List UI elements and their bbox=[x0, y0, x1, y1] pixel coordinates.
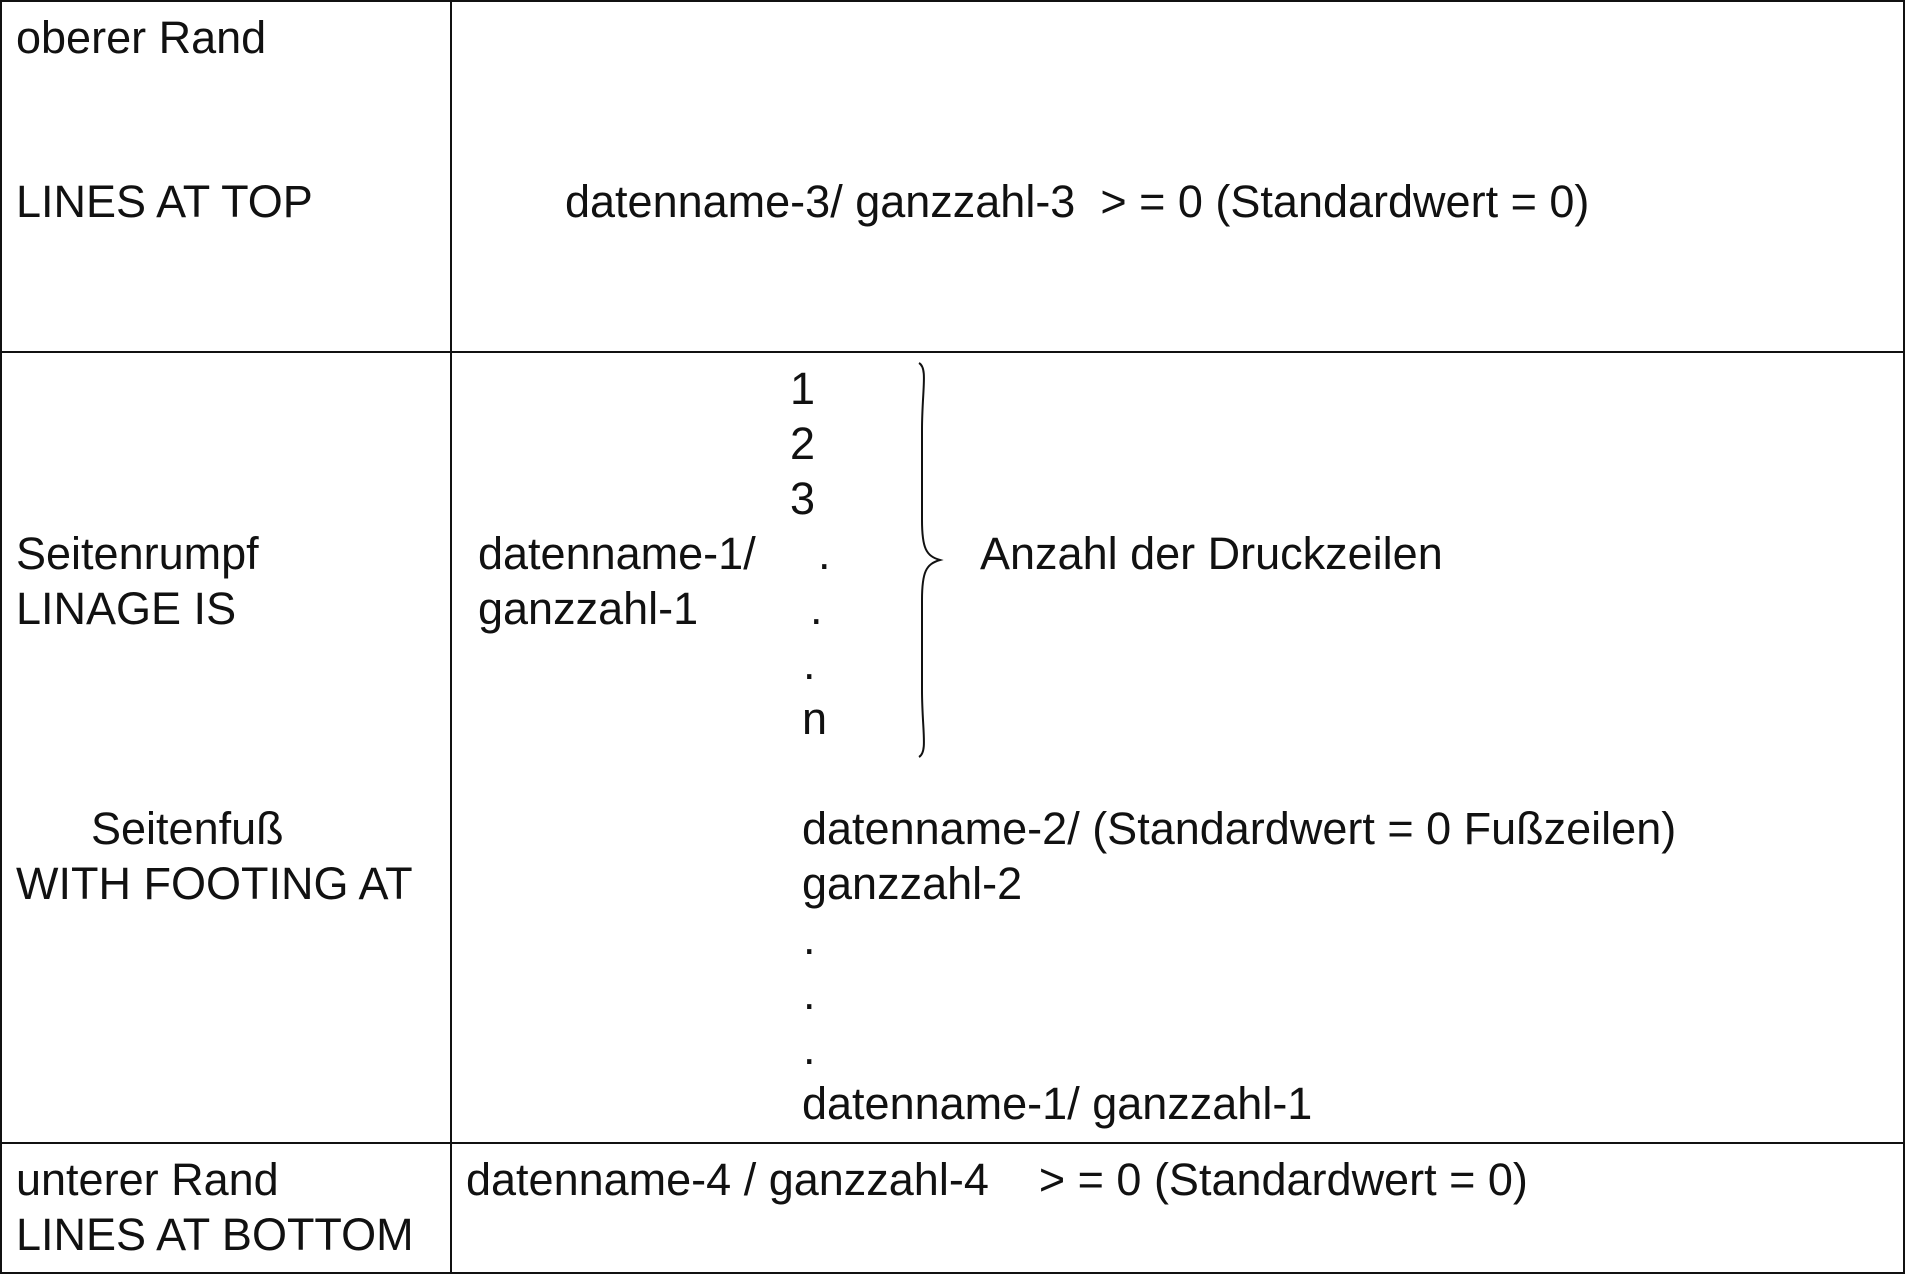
footing-last-line: datenname-1/ ganzzahl-1 bbox=[802, 1078, 1313, 1129]
bottom-margin-label: unterer Rand bbox=[16, 1154, 279, 1205]
row-divider-bottom bbox=[0, 1142, 1905, 1144]
row-divider-top bbox=[0, 351, 1905, 353]
column-divider bbox=[450, 0, 452, 1274]
table-border-right bbox=[1903, 0, 1905, 1274]
line-number-n: n bbox=[802, 693, 828, 744]
footing-dot: . bbox=[803, 968, 816, 1019]
line-number: 1 bbox=[790, 363, 816, 414]
lines-at-bottom-operand: datenname-4 / ganzzahl-4 > = 0 (Standard… bbox=[466, 1154, 1528, 1205]
page-body-label: Seitenrumpf bbox=[16, 528, 259, 579]
table-border-left bbox=[0, 0, 2, 1274]
lines-at-top-label: LINES AT TOP bbox=[16, 176, 313, 227]
footing-dot: . bbox=[803, 913, 816, 964]
linage-operand-line2: ganzzahl-1 bbox=[478, 583, 699, 634]
lines-at-bottom-label: LINES AT BOTTOM bbox=[16, 1209, 414, 1260]
lines-at-top-operand: datenname-3/ ganzzahl-3 > = 0 (Standardw… bbox=[565, 176, 1590, 227]
table-border-bottom bbox=[0, 1272, 1905, 1274]
footing-operand-line1: datenname-2/ (Standardwert = 0 Fußzeilen… bbox=[802, 803, 1677, 854]
line-number-dot: . bbox=[803, 638, 816, 689]
page-footing-label: Seitenfuß bbox=[91, 803, 284, 854]
linage-operand-line1: datenname-1/ bbox=[478, 528, 756, 579]
footing-dot: . bbox=[803, 1023, 816, 1074]
print-lines-count-label: Anzahl der Druckzeilen bbox=[980, 528, 1443, 579]
linage-is-label: LINAGE IS bbox=[16, 583, 237, 634]
line-number: 3 bbox=[790, 473, 816, 524]
line-number: 2 bbox=[790, 418, 816, 469]
table-border-top bbox=[0, 0, 1905, 2]
footing-operand-line2: ganzzahl-2 bbox=[802, 858, 1023, 909]
line-number-dot: . bbox=[810, 583, 823, 634]
top-margin-label: oberer Rand bbox=[16, 12, 267, 63]
with-footing-at-label: WITH FOOTING AT bbox=[16, 858, 413, 909]
line-number-dot: . bbox=[818, 528, 831, 579]
